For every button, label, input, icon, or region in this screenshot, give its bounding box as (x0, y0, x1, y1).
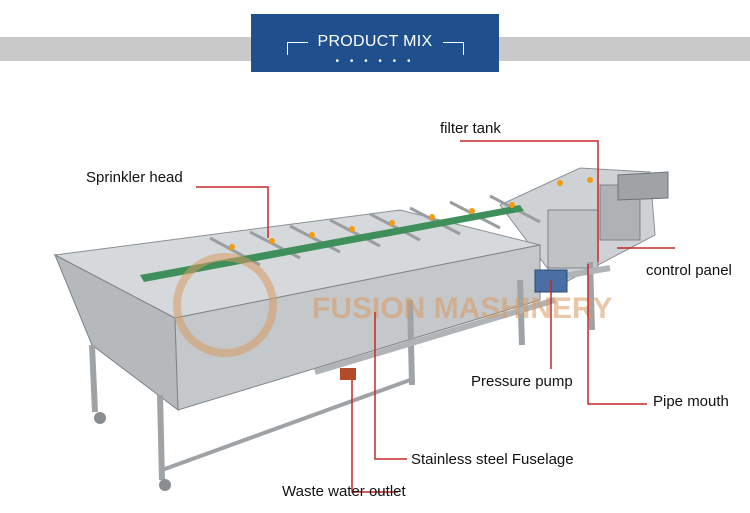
label-pipe-mouth: Pipe mouth (653, 393, 729, 410)
banner-bracket-right (443, 42, 464, 55)
banner-title: PRODUCT MIX (317, 33, 433, 50)
banner-dots: • • • • • • (335, 56, 415, 67)
label-control-panel: control panel (646, 262, 732, 279)
leader-filter-tank (460, 140, 599, 262)
title-banner: PRODUCT MIX • • • • • • (251, 14, 499, 72)
leader-waste-outlet (351, 380, 398, 493)
leader-pipe-mouth (587, 264, 647, 405)
label-filter-tank: filter tank (440, 120, 501, 137)
filter-tank-section (499, 167, 669, 286)
label-sprinkler-head: Sprinkler head (86, 169, 183, 186)
label-waste-water-outlet: Waste water outlet (282, 483, 406, 500)
label-pressure-pump: Pressure pump (471, 373, 573, 390)
banner-bracket-left (287, 42, 308, 55)
wheels (94, 412, 171, 491)
leader-sprinkler-head (196, 186, 269, 238)
label-stainless-steel-fuselage: Stainless steel Fuselage (411, 451, 574, 468)
leader-fuselage (374, 312, 407, 460)
leader-lines (196, 140, 675, 493)
outlet-valve (340, 368, 356, 380)
watermark-text: FUSION MASHINERY (312, 292, 613, 325)
belt-edge (140, 205, 524, 282)
watermark-logo: FUSION MASHINERY (173, 253, 613, 357)
sprinkler-nozzles (229, 177, 593, 250)
